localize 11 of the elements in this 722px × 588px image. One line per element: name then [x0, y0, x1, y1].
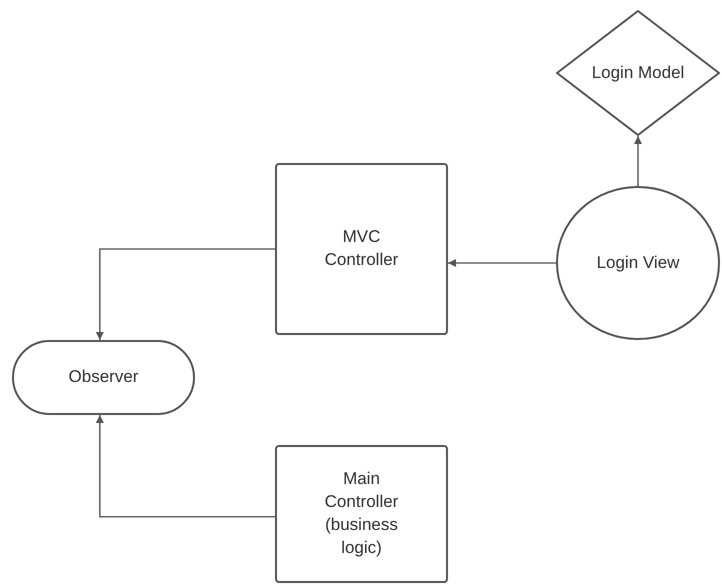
arrow: [96, 248, 275, 340]
node-label: Main Controller (business logic): [324, 468, 400, 559]
arrow: [96, 415, 275, 518]
node-label: Login Model: [592, 62, 684, 84]
process-box: [275, 163, 448, 335]
node-label: MVC Controller: [324, 226, 400, 271]
arrow: [448, 259, 556, 267]
node-label: Login View: [596, 252, 680, 274]
arrow: [634, 136, 642, 186]
node-label: Observer: [68, 366, 138, 388]
process-box: [275, 445, 448, 583]
